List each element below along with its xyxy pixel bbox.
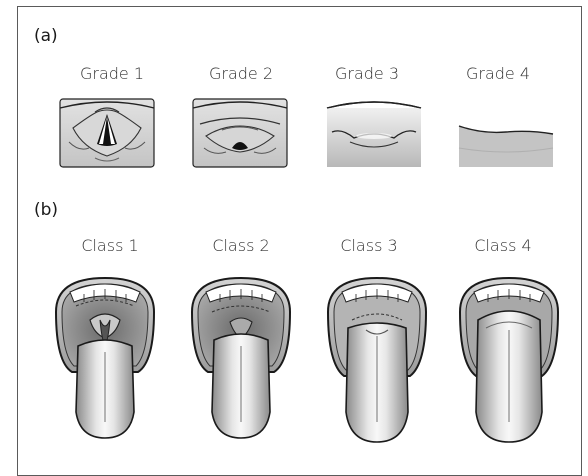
class-1-mouth-illustration [50, 272, 160, 442]
class-4-label: Class 4 [448, 236, 558, 255]
grade-2-larynx-illustration [192, 98, 288, 168]
grade-3-label: Grade 3 [312, 64, 422, 83]
panel-a-label: (a) [34, 26, 58, 46]
class-2-label: Class 2 [186, 236, 296, 255]
class-4-mouth-illustration [454, 272, 564, 447]
grade-1-larynx-illustration [59, 98, 155, 168]
class-3-label: Class 3 [314, 236, 424, 255]
grade-4-larynx-illustration [458, 98, 554, 168]
class-1-label: Class 1 [55, 236, 165, 255]
panel-b-label: (b) [34, 200, 58, 220]
grade-3-larynx-illustration [326, 98, 422, 168]
grade-2-label: Grade 2 [186, 64, 296, 83]
grade-1-label: Grade 1 [57, 64, 167, 83]
class-2-mouth-illustration [186, 272, 296, 442]
grade-4-label: Grade 4 [443, 64, 553, 83]
class-3-mouth-illustration [322, 272, 432, 447]
